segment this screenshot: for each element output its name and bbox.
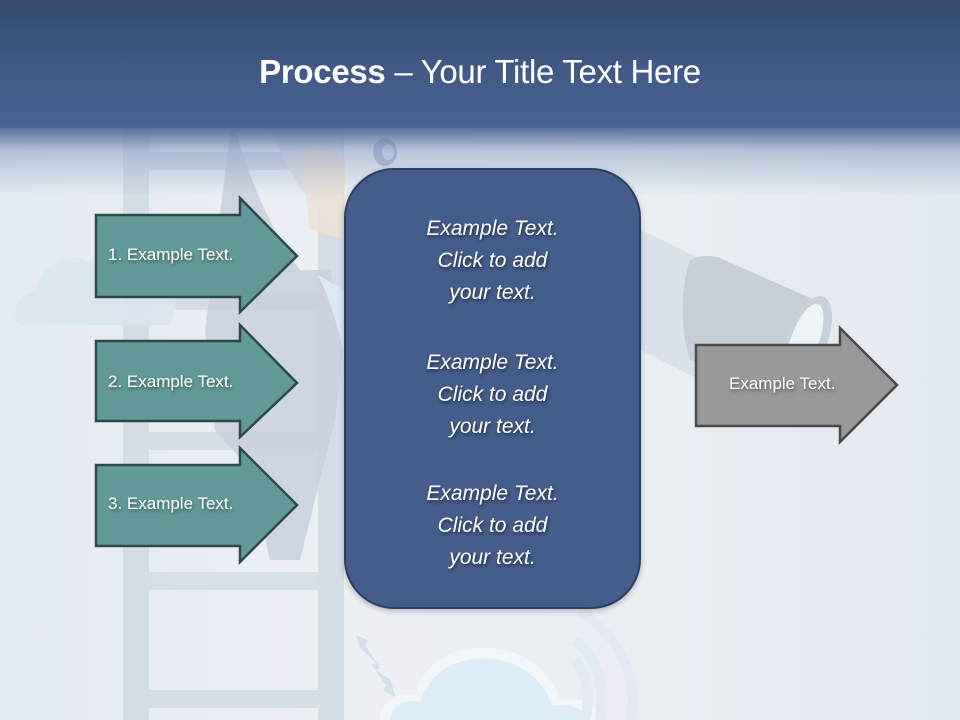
center-text-block-1[interactable]: Example Text. Click to add your text.: [346, 213, 639, 309]
arrow-1-label: 1. Example Text.: [108, 245, 234, 264]
arrow-3-label: 3. Example Text.: [108, 494, 234, 513]
process-arrow-3[interactable]: 3. Example Text.: [94, 444, 299, 566]
title-rest: – Your Title Text Here: [385, 53, 701, 90]
output-arrow-label: Example Text.: [729, 374, 836, 393]
block-1-line-3: your text.: [449, 281, 536, 304]
cloud-illustration-bottom: [380, 647, 600, 720]
right-arrow-shape-icon: [94, 321, 299, 440]
block-2-line-3: your text.: [449, 415, 536, 438]
block-1-line-2: Click to add: [437, 249, 548, 272]
arrow-2-label: 2. Example Text.: [108, 372, 234, 391]
right-arrow-shape-icon: [94, 194, 299, 315]
block-3-line-1: Example Text.: [426, 482, 559, 505]
output-arrow[interactable]: Example Text.: [694, 324, 899, 446]
block-2-line-2: Click to add: [437, 383, 548, 406]
right-arrow-shape-icon: [94, 444, 299, 566]
block-2-line-1: Example Text.: [426, 351, 559, 374]
block-1-line-1: Example Text.: [426, 217, 559, 240]
process-arrow-2[interactable]: 2. Example Text.: [94, 321, 299, 441]
block-3-line-2: Click to add: [437, 514, 548, 537]
center-text-box[interactable]: Example Text. Click to add your text. Ex…: [344, 168, 641, 609]
title-bold: Process: [259, 53, 386, 90]
signal-waves-illustration: [571, 605, 638, 720]
center-text-block-2[interactable]: Example Text. Click to add your text.: [346, 347, 639, 443]
process-arrow-1[interactable]: 1. Example Text.: [94, 194, 299, 315]
center-text-block-3[interactable]: Example Text. Click to add your text.: [346, 478, 639, 574]
header-band: [0, 0, 960, 128]
right-arrow-shape-icon: [694, 324, 899, 446]
slide-title[interactable]: Process – Your Title Text Here: [0, 52, 960, 92]
double-arrow-illustration: [356, 635, 395, 697]
block-3-line-3: your text.: [449, 546, 536, 569]
